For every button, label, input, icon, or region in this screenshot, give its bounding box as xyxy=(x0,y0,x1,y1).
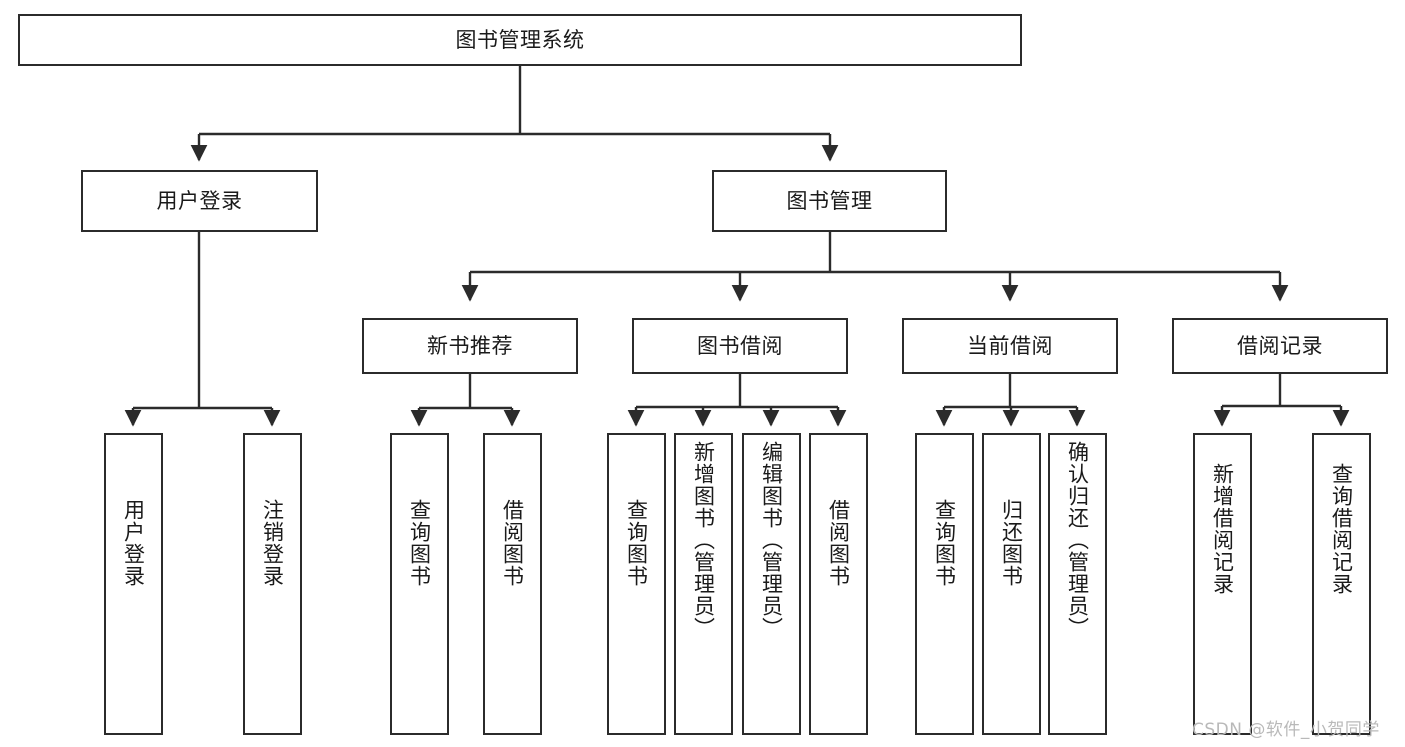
node-label: 用户登录 xyxy=(121,499,146,587)
leaf-new-book-borrow[interactable]: 借阅图书 xyxy=(483,433,542,735)
node-label: 查询图书 xyxy=(407,499,432,587)
leaf-borrow-record-add[interactable]: 新增借阅记录 xyxy=(1193,433,1252,735)
leaf-current-borrow-return[interactable]: 归还图书 xyxy=(982,433,1041,735)
leaf-current-borrow-confirm-return[interactable]: 确认归还（管理员） xyxy=(1048,433,1107,735)
leaf-new-book-query[interactable]: 查询图书 xyxy=(390,433,449,735)
node-current-borrow[interactable]: 当前借阅 xyxy=(902,318,1118,374)
node-label: 查询借阅记录 xyxy=(1329,463,1354,595)
leaf-current-borrow-query[interactable]: 查询图书 xyxy=(915,433,974,735)
node-label: 借阅图书 xyxy=(826,499,851,587)
node-new-book-recommend[interactable]: 新书推荐 xyxy=(362,318,578,374)
leaf-book-borrow-borrow[interactable]: 借阅图书 xyxy=(809,433,868,735)
leaf-book-borrow-edit[interactable]: 编辑图书（管理员） xyxy=(742,433,801,735)
node-label: 新增图书（管理员） xyxy=(691,441,716,639)
node-book-management[interactable]: 图书管理 xyxy=(712,170,947,232)
node-label: 图书借阅 xyxy=(697,333,783,358)
node-label: 编辑图书（管理员） xyxy=(759,441,784,639)
node-label: 新增借阅记录 xyxy=(1210,463,1235,595)
leaf-user-login-login[interactable]: 用户登录 xyxy=(104,433,163,735)
node-label: 新书推荐 xyxy=(427,333,513,358)
node-book-borrow[interactable]: 图书借阅 xyxy=(632,318,848,374)
leaf-user-login-logout[interactable]: 注销登录 xyxy=(243,433,302,735)
node-label: 借阅记录 xyxy=(1237,333,1323,358)
node-label: 确认归还（管理员） xyxy=(1065,441,1090,639)
node-label: 查询图书 xyxy=(932,499,957,587)
leaf-borrow-record-query[interactable]: 查询借阅记录 xyxy=(1312,433,1371,735)
node-label: 当前借阅 xyxy=(967,333,1053,358)
node-borrow-record[interactable]: 借阅记录 xyxy=(1172,318,1388,374)
node-user-login[interactable]: 用户登录 xyxy=(81,170,318,232)
node-root-system[interactable]: 图书管理系统 xyxy=(18,14,1022,66)
node-label: 查询图书 xyxy=(624,499,649,587)
watermark-text: CSDN @软件_小贺同学 xyxy=(1192,720,1380,740)
leaf-book-borrow-add[interactable]: 新增图书（管理员） xyxy=(674,433,733,735)
node-label: 图书管理 xyxy=(786,188,873,213)
node-label: 用户登录 xyxy=(156,188,243,213)
node-label: 归还图书 xyxy=(999,499,1024,587)
node-label: 注销登录 xyxy=(260,499,285,587)
node-label: 借阅图书 xyxy=(500,499,525,587)
node-label: 图书管理系统 xyxy=(455,27,585,52)
leaf-book-borrow-query[interactable]: 查询图书 xyxy=(607,433,666,735)
